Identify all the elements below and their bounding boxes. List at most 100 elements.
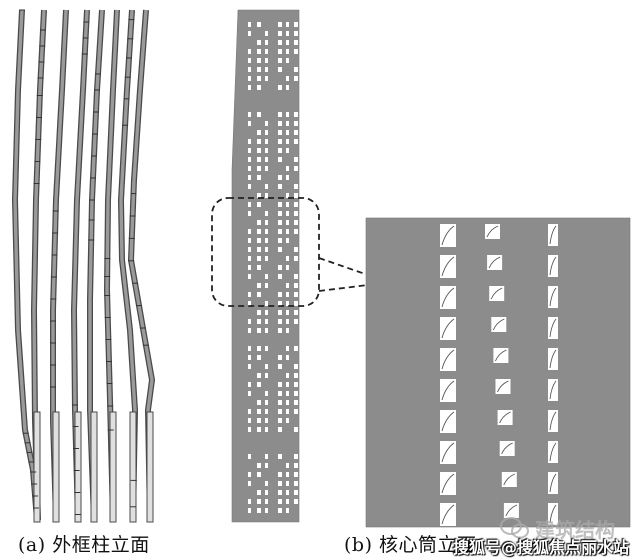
opening-detail: [440, 472, 456, 495]
core-tube-detail-view: [365, 217, 631, 528]
core-opening: [278, 319, 282, 324]
opening-detail: [548, 255, 558, 277]
core-opening: [286, 328, 289, 333]
core-opening: [265, 139, 268, 144]
core-opening: [248, 256, 251, 261]
opening-detail: [440, 317, 456, 340]
core-opening: [294, 49, 298, 54]
core-opening: [265, 247, 268, 252]
core-opening: [294, 112, 298, 117]
core-opening: [278, 490, 282, 495]
crack-line: [441, 318, 455, 339]
core-opening: [257, 355, 261, 360]
opening-detail: [489, 286, 505, 301]
opening-detail: [440, 255, 456, 278]
core-opening: [265, 67, 268, 72]
crack-line: [505, 504, 518, 517]
core-opening: [257, 148, 261, 153]
core-opening: [257, 418, 261, 423]
core-opening: [294, 76, 298, 81]
core-opening: [265, 427, 268, 432]
core-opening: [278, 31, 282, 36]
core-opening: [294, 373, 298, 378]
opening-detail: [440, 410, 456, 433]
core-opening: [248, 67, 251, 72]
crack-line: [492, 318, 505, 331]
core-opening: [286, 139, 289, 144]
core-opening: [294, 130, 298, 135]
core-opening: [294, 481, 298, 486]
crack-line: [441, 380, 455, 401]
core-opening: [265, 301, 268, 306]
core-opening: [265, 31, 268, 36]
core-opening: [257, 472, 261, 477]
core-opening: [265, 256, 268, 261]
wechat-icon: [500, 517, 529, 539]
core-opening: [248, 139, 251, 144]
core-opening: [286, 400, 289, 405]
core-opening: [294, 220, 298, 225]
core-opening: [278, 58, 282, 63]
crack-line: [501, 442, 513, 455]
core-opening: [278, 391, 282, 396]
core-opening: [286, 58, 289, 63]
core-opening: [286, 220, 289, 225]
core-opening: [294, 166, 298, 171]
core-opening: [278, 364, 282, 369]
core-opening: [265, 418, 268, 423]
core-opening: [286, 355, 289, 360]
opening-detail: [440, 224, 456, 247]
core-opening: [265, 373, 268, 378]
opening-detail: [548, 224, 558, 246]
core-opening: [265, 400, 268, 405]
core-opening: [248, 157, 251, 162]
core-opening: [265, 130, 268, 135]
column-base-2: [52, 411, 60, 523]
core-opening: [248, 319, 251, 324]
core-opening: [278, 49, 282, 54]
core-opening: [286, 22, 289, 27]
core-opening: [286, 418, 289, 423]
core-opening: [278, 292, 282, 297]
core-opening: [248, 247, 251, 252]
core-opening: [294, 364, 298, 369]
core-opening: [265, 229, 268, 234]
crack-line: [549, 504, 557, 524]
crack-line: [490, 287, 503, 300]
core-opening: [294, 22, 298, 27]
core-opening: [257, 76, 261, 81]
crack-line: [441, 504, 455, 525]
core-opening: [265, 454, 268, 459]
core-opening: [248, 427, 251, 432]
crack-line: [503, 473, 515, 486]
core-opening: [286, 409, 289, 414]
opening-detail: [487, 255, 503, 270]
core-opening: [257, 202, 261, 207]
crack-line: [441, 256, 455, 277]
core-opening: [286, 112, 289, 117]
core-opening: [294, 346, 298, 351]
core-opening: [294, 391, 298, 396]
crack-line: [497, 380, 509, 393]
core-opening: [257, 58, 261, 63]
crack-line: [549, 380, 557, 400]
core-opening: [248, 454, 251, 459]
opening-detail: [548, 503, 558, 525]
core-opening: [278, 418, 282, 423]
core-opening: [278, 67, 282, 72]
core-opening: [294, 274, 298, 279]
core-opening: [265, 211, 268, 216]
core-opening: [257, 40, 261, 45]
crack-line: [549, 318, 557, 338]
core-opening: [257, 85, 261, 90]
core-opening: [257, 508, 261, 513]
core-opening: [294, 319, 298, 324]
core-opening: [278, 238, 282, 243]
core-opening: [286, 31, 289, 36]
core-opening: [286, 292, 289, 297]
opening-detail: [440, 441, 456, 464]
core-opening: [257, 49, 261, 54]
core-opening: [257, 283, 261, 288]
core-opening: [278, 157, 282, 162]
core-opening: [286, 202, 289, 207]
